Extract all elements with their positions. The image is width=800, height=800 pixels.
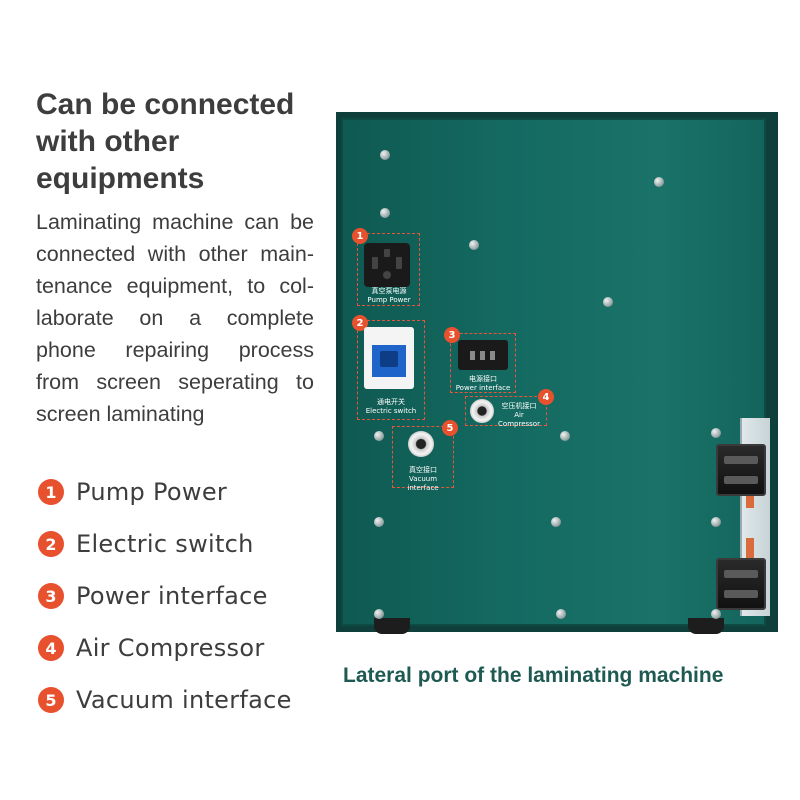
feature-list: 1 Pump Power 2 Electric switch 3 Power i… (38, 466, 292, 726)
number-badge-icon: 4 (538, 389, 554, 405)
screw-icon (603, 297, 613, 307)
vacuum-label-en: Vacuum interface (407, 475, 439, 492)
vacuum-fitting-icon (408, 431, 434, 457)
number-badge-icon: 1 (352, 228, 368, 244)
section-heading: Can be connected with other equipments (36, 88, 295, 195)
feature-label: Vacuum interface (76, 686, 292, 714)
pump-label-cn: 真空泵电源 (371, 287, 407, 295)
feature-item: 5 Vacuum interface (38, 674, 292, 726)
hinge-icon (716, 558, 766, 610)
electric-switch-callout (357, 320, 425, 420)
number-badge-icon: 1 (38, 479, 64, 505)
screw-icon (711, 428, 721, 438)
hinge-icon (716, 444, 766, 496)
feature-item: 1 Pump Power (38, 466, 292, 518)
machine-foot (374, 618, 410, 634)
screw-icon (711, 517, 721, 527)
air-label-en: Air Compressor (498, 411, 540, 428)
number-badge-icon: 3 (444, 327, 460, 343)
number-badge-icon: 3 (38, 583, 64, 609)
feature-label: Pump Power (76, 478, 228, 506)
vacuum-interface-callout (392, 426, 454, 488)
screw-icon (374, 517, 384, 527)
screw-icon (551, 517, 561, 527)
machine-foot (688, 618, 724, 634)
number-badge-icon: 5 (38, 687, 64, 713)
glass-stripe (746, 538, 754, 562)
power-socket-icon (364, 243, 410, 287)
screw-icon (469, 240, 479, 250)
feature-label: Electric switch (76, 530, 254, 558)
number-badge-icon: 5 (442, 420, 458, 436)
feature-label: Power interface (76, 582, 268, 610)
pump-power-callout (357, 233, 420, 306)
vacuum-label-cn: 真空接口 (409, 466, 437, 474)
section-description: Laminating machine can be connected with… (36, 210, 314, 426)
power-inlet-icon (458, 340, 508, 370)
power-interface-callout (450, 333, 516, 393)
screw-icon (556, 609, 566, 619)
screw-icon (374, 431, 384, 441)
feature-label: Air Compressor (76, 634, 265, 662)
switch-label-cn: 通电开关 (377, 398, 405, 406)
screw-icon (711, 609, 721, 619)
feature-item: 2 Electric switch (38, 518, 292, 570)
image-caption: Lateral port of the laminating machine (343, 664, 724, 687)
power-label-cn: 电源接口 (469, 375, 497, 383)
feature-item: 4 Air Compressor (38, 622, 292, 674)
power-label-en: Power interface (455, 384, 511, 392)
air-fitting-icon (470, 399, 494, 423)
number-badge-icon: 4 (38, 635, 64, 661)
circuit-breaker-icon (364, 327, 414, 389)
screw-icon (560, 431, 570, 441)
pump-label-en: Pump Power (367, 296, 411, 304)
air-compressor-callout (465, 396, 547, 426)
screw-icon (654, 177, 664, 187)
feature-item: 3 Power interface (38, 570, 292, 622)
number-badge-icon: 2 (38, 531, 64, 557)
air-label-cn: 空压机接口 (501, 402, 537, 410)
screw-icon (374, 609, 384, 619)
screw-icon (380, 208, 390, 218)
screw-icon (380, 150, 390, 160)
switch-label-en: Electric switch (365, 407, 417, 415)
